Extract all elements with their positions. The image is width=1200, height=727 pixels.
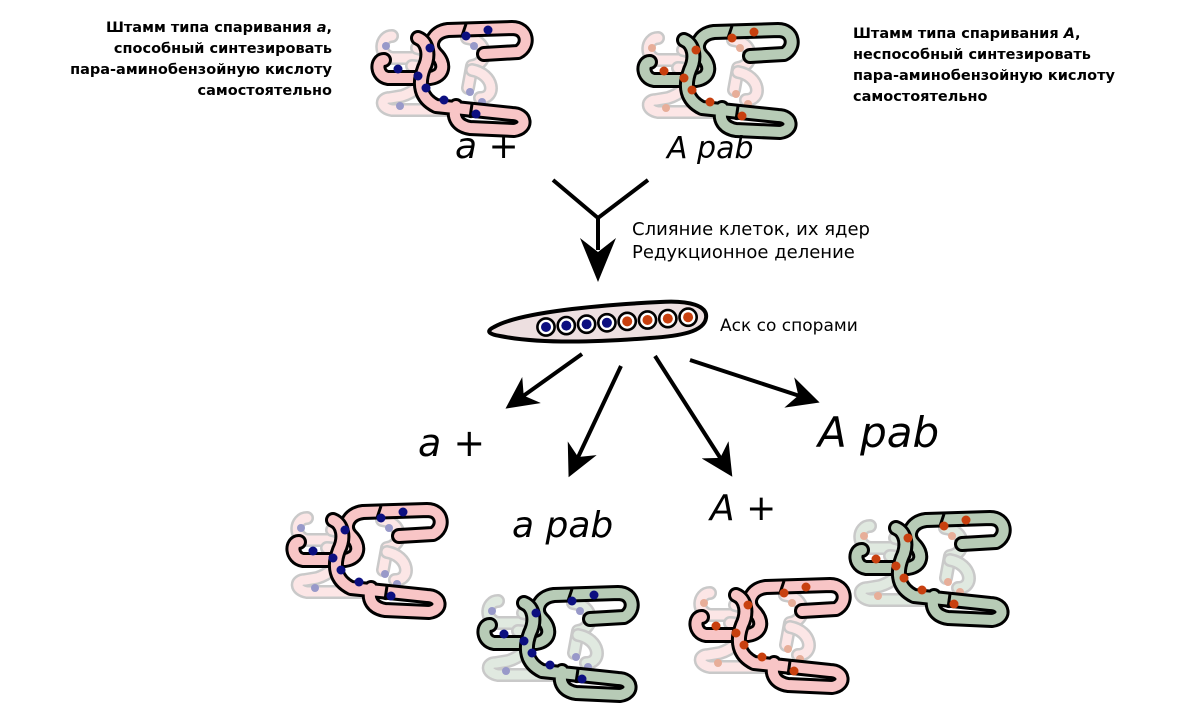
arrow-to-a-pab — [567, 365, 623, 478]
fusion-arrow — [551, 178, 650, 282]
offspring-4-genotype: A pab — [818, 408, 940, 457]
offspring-1-hypha — [285, 502, 449, 620]
parent-right-hypha — [636, 22, 800, 140]
spore-5-nucleus — [622, 316, 633, 327]
offspring-1-genotype: a + — [418, 421, 486, 465]
spore-2-nucleus — [561, 320, 572, 331]
desc-right-mating-type: A — [1063, 26, 1075, 42]
desc-right-line4: самостоятельно — [853, 89, 988, 105]
offspring-3-hypha — [688, 577, 852, 695]
parent-left-hypha — [370, 20, 534, 138]
desc-left-line2: способный синтезировать — [113, 41, 332, 57]
spore-6-nucleus — [642, 315, 653, 325]
process-line-2: Редукционное деление — [632, 242, 855, 263]
desc-right-comma: , — [1074, 26, 1081, 42]
spore-1-nucleus — [541, 322, 551, 332]
desc-left-line1: Штамм типа спаривания — [105, 20, 317, 36]
desc-left-line4: самостоятельно — [197, 83, 332, 99]
offspring-4-hypha — [848, 510, 1012, 628]
offspring-2-hypha — [476, 585, 640, 703]
spore-7-nucleus — [662, 313, 673, 324]
desc-right-line2: неспособный синтезировать — [853, 47, 1091, 63]
arrow-to-A-pab — [689, 358, 820, 408]
arrow-to-a-plus — [505, 352, 584, 409]
desc-left-line3: пара-аминобензойную кислоту — [70, 62, 332, 78]
desc-left-comma: , — [326, 20, 332, 36]
ascus-label: Аск со спорами — [720, 316, 858, 336]
desc-right-line1: Штамм типа спаривания — [853, 26, 1064, 42]
offspring-3-genotype: A + — [710, 488, 777, 529]
parent-right-description: Штамм типа спаривания A, неспособный син… — [853, 24, 1193, 108]
parent-left-description: Штамм типа спаривания a, способный синте… — [12, 18, 332, 102]
spore-8-nucleus — [683, 312, 694, 323]
parent-left-genotype: a + — [455, 126, 519, 167]
arrow-to-A-plus — [653, 354, 733, 477]
ascus — [487, 299, 709, 344]
parent-right-genotype: A pab — [667, 131, 754, 166]
offspring-2-genotype: a pab — [512, 505, 614, 546]
desc-right-line3: пара-аминобензойную кислоту — [853, 68, 1115, 84]
spore-3-nucleus — [581, 319, 592, 330]
process-line-1: Слияние клеток, их ядер — [632, 219, 870, 240]
spore-4-nucleus — [601, 317, 612, 328]
desc-left-mating-type: a — [316, 20, 327, 36]
